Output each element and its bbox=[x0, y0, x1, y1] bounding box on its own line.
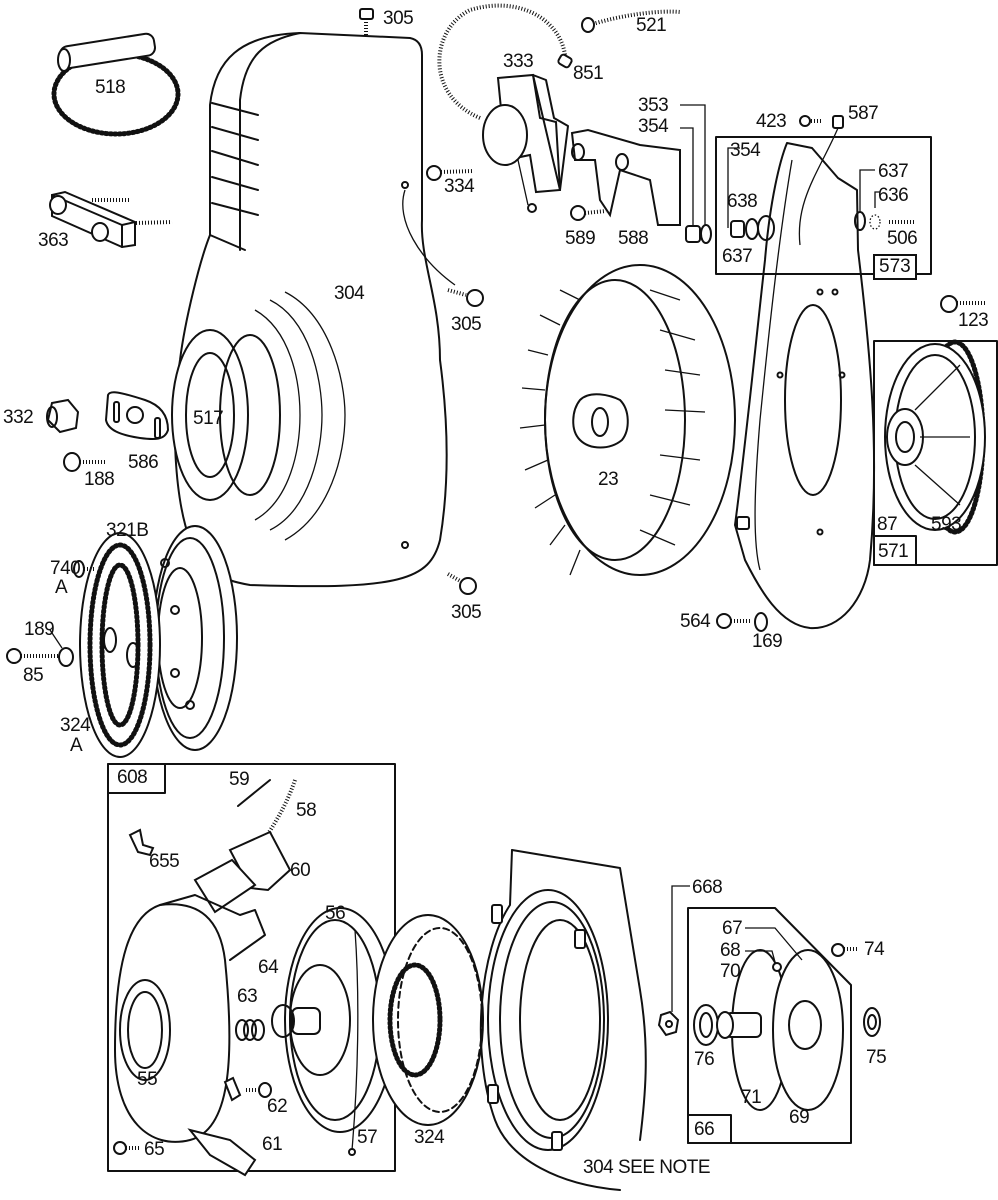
part-353-354-nut-washer bbox=[680, 104, 712, 244]
label-85: 85 bbox=[23, 665, 44, 686]
label-66: 66 bbox=[694, 1119, 715, 1140]
label-87: 87 bbox=[877, 514, 898, 535]
label-65: 65 bbox=[144, 1139, 165, 1160]
label-75: 75 bbox=[866, 1047, 887, 1068]
label-188: 188 bbox=[84, 469, 115, 490]
label-637-b: 637 bbox=[878, 161, 909, 182]
label-71: 71 bbox=[741, 1087, 762, 1108]
label-62: 62 bbox=[267, 1096, 288, 1117]
label-332: 332 bbox=[3, 407, 34, 428]
part-571-group-box bbox=[873, 339, 998, 566]
part-188-screw bbox=[63, 452, 105, 472]
label-305-mid: 305 bbox=[451, 314, 482, 335]
label-571: 571 bbox=[878, 541, 909, 562]
label-63: 63 bbox=[237, 986, 258, 1007]
label-521: 521 bbox=[636, 15, 667, 36]
label-324a-suffix: A bbox=[70, 735, 83, 756]
part-333-armature bbox=[437, 3, 573, 213]
part-66-group-box bbox=[687, 907, 881, 1144]
part-324a-screen bbox=[79, 532, 161, 758]
label-363: 363 bbox=[38, 230, 69, 251]
label-169: 169 bbox=[752, 631, 783, 652]
label-67: 67 bbox=[722, 918, 743, 939]
part-123-screw bbox=[940, 295, 985, 313]
label-305-bottom: 305 bbox=[451, 602, 482, 623]
label-61: 61 bbox=[262, 1134, 283, 1155]
part-521-wire bbox=[581, 9, 681, 33]
backplate bbox=[734, 142, 876, 630]
part-321b-starter-cup bbox=[152, 525, 238, 751]
label-324a: 324 bbox=[60, 715, 91, 736]
label-304-see-note: 304 SEE NOTE bbox=[583, 1157, 711, 1178]
label-324: 324 bbox=[414, 1127, 445, 1148]
part-423-587 bbox=[798, 115, 844, 246]
label-123: 123 bbox=[958, 310, 989, 331]
label-321b: 321B bbox=[106, 520, 149, 541]
label-354-b: 354 bbox=[730, 140, 761, 161]
label-740-suffix: A bbox=[55, 577, 68, 598]
label-655: 655 bbox=[149, 851, 180, 872]
label-304: 304 bbox=[334, 283, 365, 304]
part-304-blower-housing bbox=[171, 32, 456, 588]
label-64: 64 bbox=[258, 957, 279, 978]
label-587: 587 bbox=[848, 103, 879, 124]
part-740a-85-189 bbox=[6, 560, 95, 667]
label-354-a: 354 bbox=[638, 116, 669, 137]
label-506: 506 bbox=[887, 228, 918, 249]
label-423: 423 bbox=[756, 111, 787, 132]
part-518-rope-handle bbox=[51, 32, 181, 137]
part-304-housing-ring bbox=[479, 849, 647, 1191]
part-305-screw-bottom bbox=[447, 572, 477, 595]
label-58: 58 bbox=[296, 800, 317, 821]
label-68: 68 bbox=[720, 940, 741, 961]
label-57: 57 bbox=[357, 1127, 378, 1148]
label-60: 60 bbox=[290, 860, 311, 881]
label-517: 517 bbox=[193, 408, 224, 429]
label-740: 740 bbox=[50, 558, 81, 579]
label-586: 586 bbox=[128, 452, 159, 473]
part-586-plate bbox=[104, 391, 170, 440]
label-56: 56 bbox=[325, 903, 346, 924]
part-305-screw-mid bbox=[447, 288, 484, 307]
part-23-flywheel bbox=[519, 264, 736, 576]
part-588-bracket bbox=[570, 128, 681, 226]
label-59: 59 bbox=[229, 769, 250, 790]
part-334-screw bbox=[426, 165, 475, 181]
label-588: 588 bbox=[618, 228, 649, 249]
label-851: 851 bbox=[573, 63, 604, 84]
part-668-nut bbox=[657, 885, 690, 1037]
label-334: 334 bbox=[444, 176, 475, 197]
spring-63 bbox=[235, 1019, 265, 1041]
label-638: 638 bbox=[727, 191, 758, 212]
part-564-169 bbox=[716, 612, 768, 632]
label-70: 70 bbox=[720, 961, 741, 982]
part-573-group-box bbox=[715, 136, 932, 275]
part-332-nut bbox=[46, 398, 80, 434]
part-363-block bbox=[49, 190, 173, 249]
label-637-a: 637 bbox=[722, 246, 753, 267]
label-573: 573 bbox=[873, 254, 917, 280]
part-608-group-box bbox=[107, 763, 396, 1177]
label-608: 608 bbox=[117, 767, 148, 788]
label-353: 353 bbox=[638, 95, 669, 116]
part-305-screw-top bbox=[359, 8, 374, 36]
label-74: 74 bbox=[864, 939, 885, 960]
label-69: 69 bbox=[789, 1107, 810, 1128]
label-589: 589 bbox=[565, 228, 596, 249]
label-636: 636 bbox=[878, 185, 909, 206]
label-668: 668 bbox=[692, 877, 723, 898]
label-55: 55 bbox=[137, 1069, 158, 1090]
label-593: 593 bbox=[931, 514, 962, 535]
label-333: 333 bbox=[503, 51, 534, 72]
housing-vent-slots bbox=[211, 102, 259, 216]
label-189: 189 bbox=[24, 619, 55, 640]
part-589-screw bbox=[570, 205, 607, 221]
label-76: 76 bbox=[694, 1049, 715, 1070]
label-564: 564 bbox=[680, 611, 711, 632]
label-305-top: 305 bbox=[383, 8, 414, 29]
part-324-screen bbox=[372, 914, 484, 1126]
label-23: 23 bbox=[598, 469, 619, 490]
label-518: 518 bbox=[95, 77, 126, 98]
